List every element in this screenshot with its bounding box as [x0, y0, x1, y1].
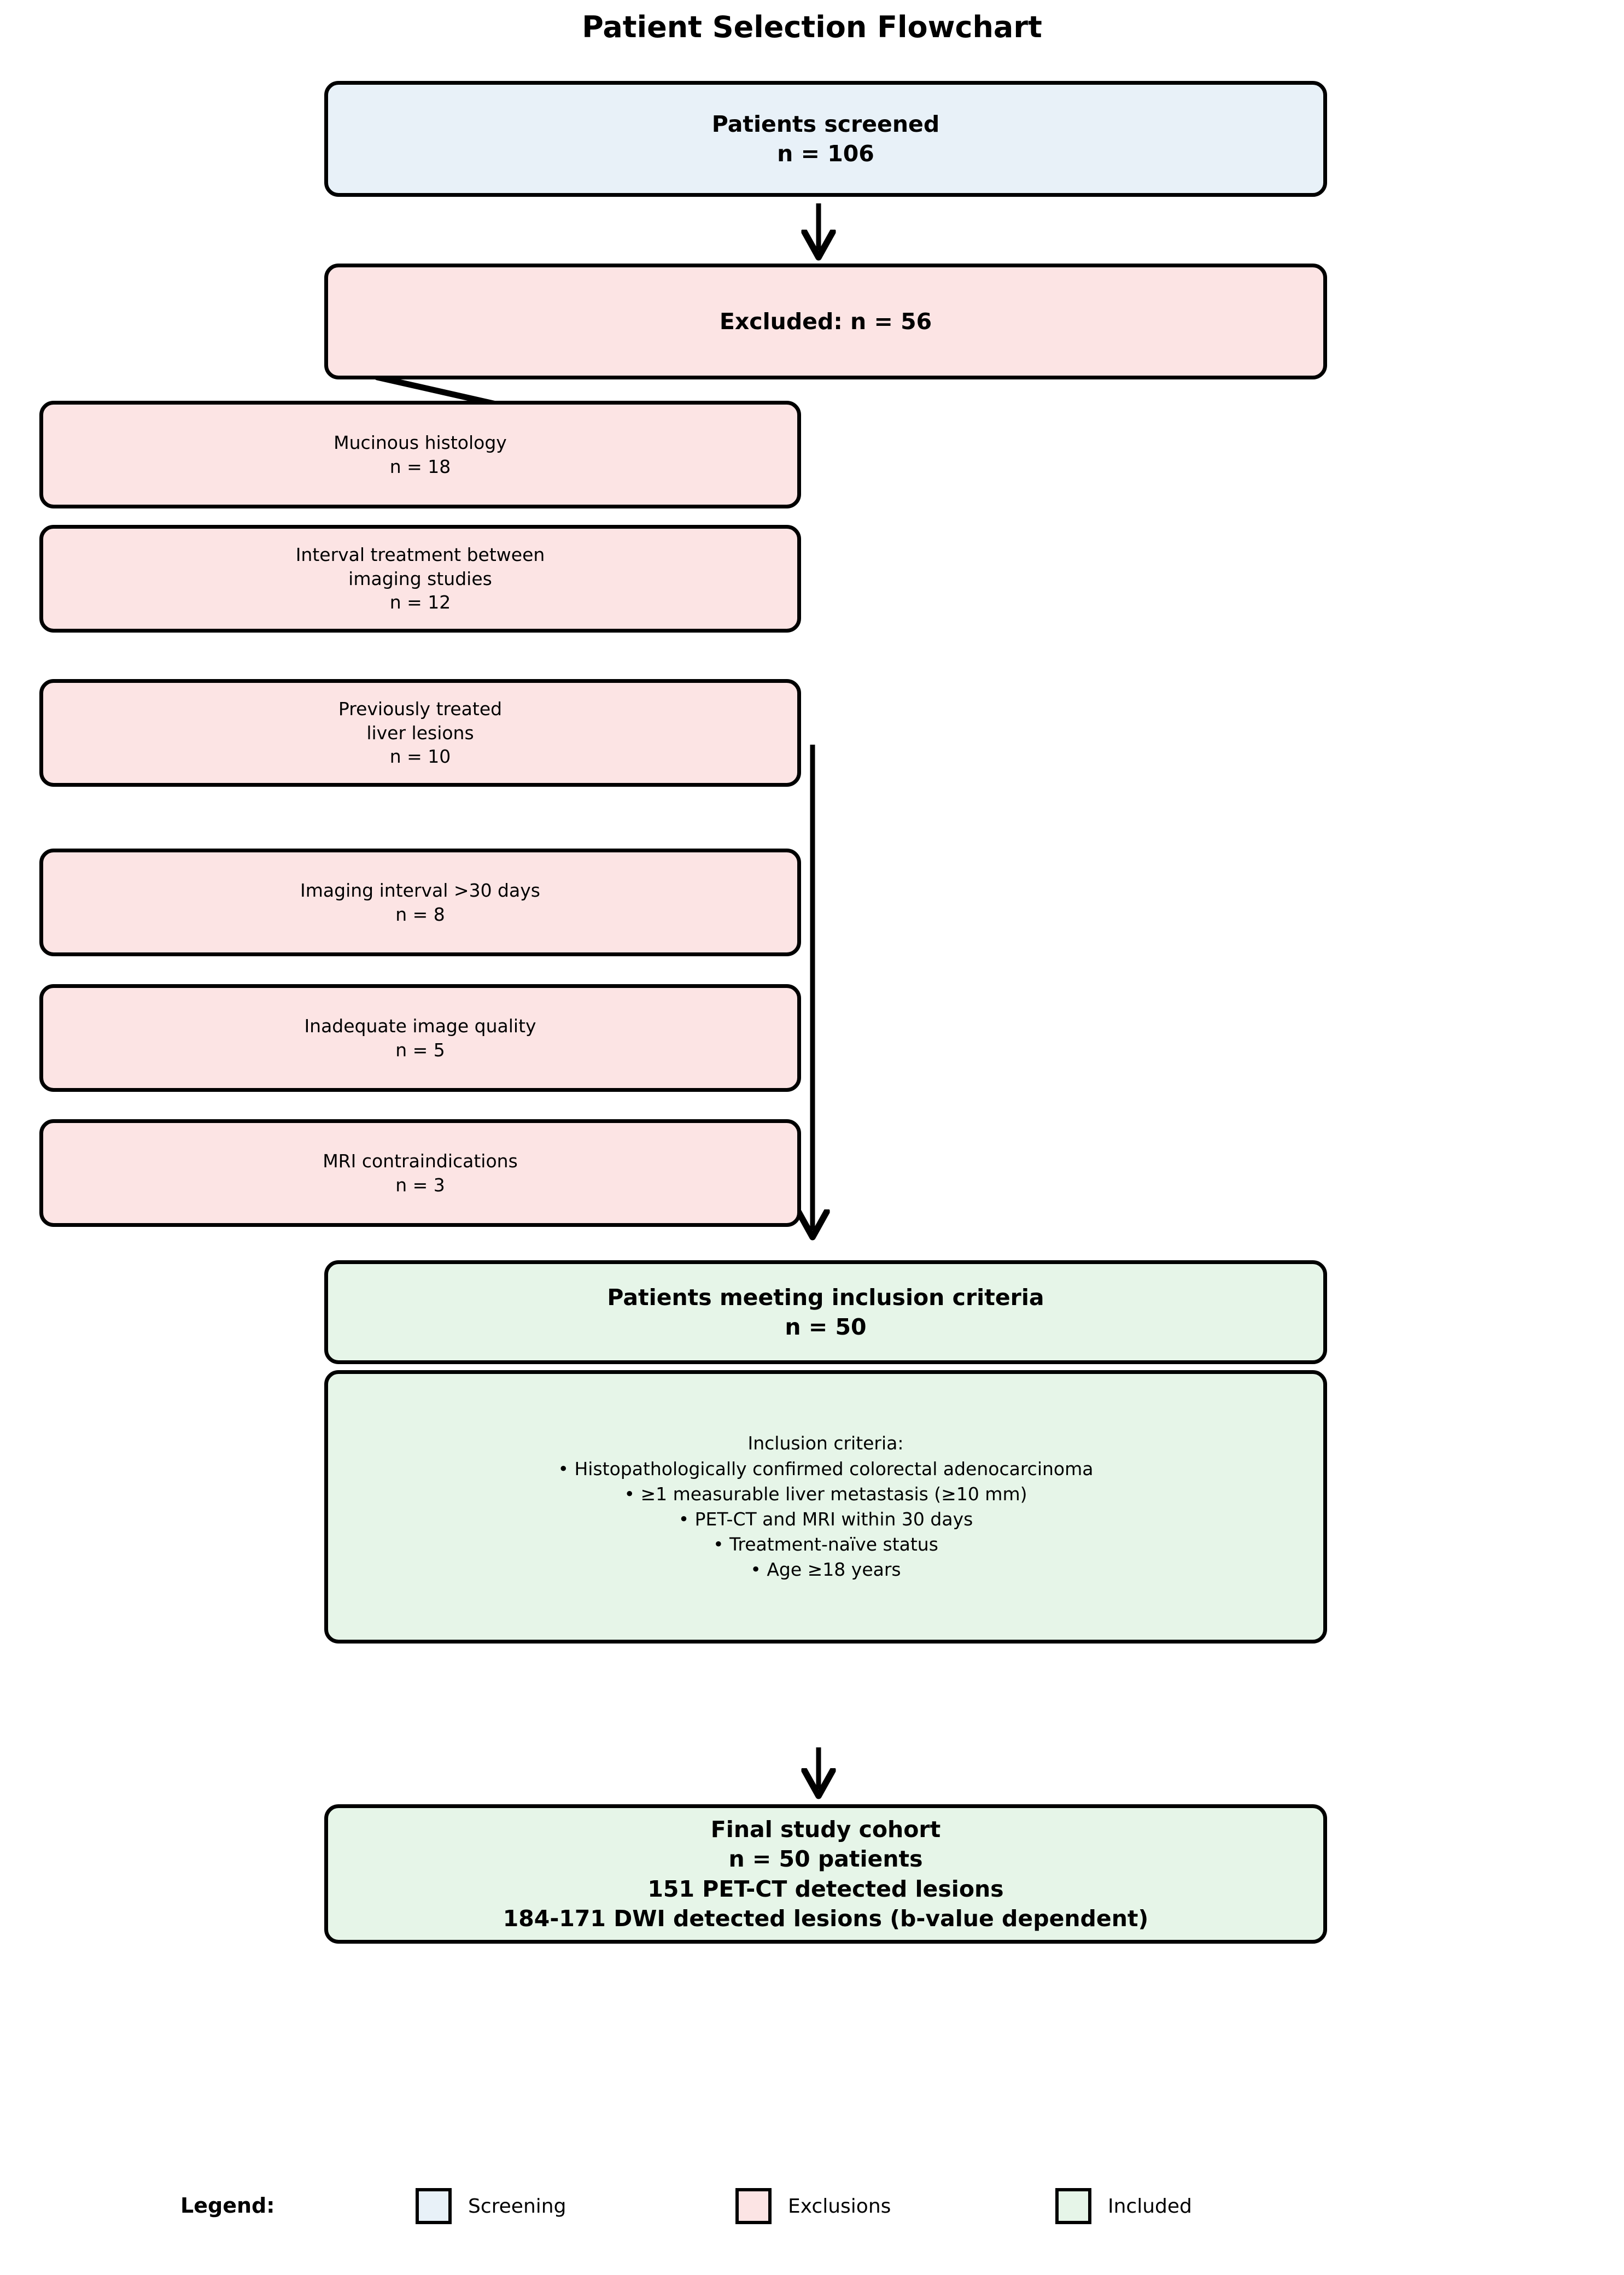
node-exclusion-mri-contraindications[interactable]: MRI contraindications n = 3 [39, 1119, 801, 1227]
node-line: n = 12 [389, 592, 451, 613]
criteria-heading: Inclusion criteria: [747, 1432, 904, 1454]
legend-label: Included [1108, 2195, 1192, 2218]
node-final-study-cohort[interactable]: Final study cohort n = 50 patients 151 P… [324, 1804, 1327, 1944]
node-line: Inadequate image quality [304, 1015, 536, 1037]
node-line: n = 50 patients [728, 1846, 923, 1873]
legend-title: Legend: [180, 2194, 275, 2218]
legend: Legend: Screening Exclusions Included [0, 2182, 1624, 2231]
node-exclusion-interval-treatment[interactable]: Interval treatment between imaging studi… [39, 525, 801, 633]
legend-swatch-exclusions [735, 2188, 772, 2224]
node-line: Imaging interval >30 days [300, 879, 540, 901]
criteria-item: • ≥1 measurable liver metastasis (≥10 mm… [624, 1483, 1027, 1505]
node-excluded-total[interactable]: Excluded: n = 56 [324, 264, 1327, 379]
node-line: MRI contraindications [323, 1150, 518, 1172]
criteria-item: • PET-CT and MRI within 30 days [678, 1508, 973, 1530]
criteria-item: • Age ≥18 years [750, 1559, 901, 1581]
node-line: n = 5 [395, 1039, 445, 1061]
criteria-item: • Treatment-naïve status [713, 1534, 938, 1555]
node-patients-screened[interactable]: Patients screened n = 106 [324, 81, 1327, 197]
node-exclusion-inadequate-image-quality[interactable]: Inadequate image quality n = 5 [39, 984, 801, 1092]
node-line: imaging studies [348, 568, 492, 589]
legend-label: Exclusions [788, 2195, 891, 2218]
node-line: Interval treatment between [295, 544, 545, 566]
node-line: Mucinous histology [334, 431, 507, 453]
node-line: Patients meeting inclusion criteria [607, 1284, 1044, 1311]
node-line: Previously treated [338, 698, 503, 720]
node-patients-meeting-inclusion-criteria[interactable]: Patients meeting inclusion criteria n = … [324, 1260, 1327, 1364]
node-line: n = 18 [389, 455, 451, 477]
node-exclusion-mucinous-histology[interactable]: Mucinous histology n = 18 [39, 401, 801, 508]
node-line: Final study cohort [710, 1816, 941, 1843]
node-line: 151 PET-CT detected lesions [647, 1875, 1004, 1902]
legend-entry-included: Included [1055, 2182, 1192, 2231]
page-title: Patient Selection Flowchart [582, 10, 1042, 44]
node-line: Patients screened [711, 110, 940, 137]
criteria-item: • Histopathologically confirmed colorect… [558, 1458, 1094, 1479]
node-line: n = 10 [389, 746, 451, 768]
legend-entry-screening: Screening [416, 2182, 566, 2231]
legend-swatch-included [1055, 2188, 1091, 2224]
legend-entry-exclusions: Exclusions [735, 2182, 891, 2231]
node-line: n = 106 [777, 141, 874, 167]
legend-label: Screening [468, 2195, 566, 2218]
node-exclusion-previously-treated-liver-lesions[interactable]: Previously treated liver lesions n = 10 [39, 679, 801, 787]
node-line: n = 3 [395, 1174, 445, 1196]
legend-swatch-screening [416, 2188, 452, 2224]
node-line: n = 8 [395, 903, 445, 925]
node-line: 184-171 DWI detected lesions (b-value de… [503, 1905, 1149, 1932]
node-line: liver lesions [366, 722, 474, 744]
node-line: n = 50 [785, 1314, 867, 1340]
node-line: Excluded: n = 56 [719, 308, 932, 335]
node-inclusion-criteria-list[interactable]: Inclusion criteria: • Histopathologicall… [324, 1370, 1327, 1644]
node-exclusion-imaging-interval[interactable]: Imaging interval >30 days n = 8 [39, 849, 801, 956]
